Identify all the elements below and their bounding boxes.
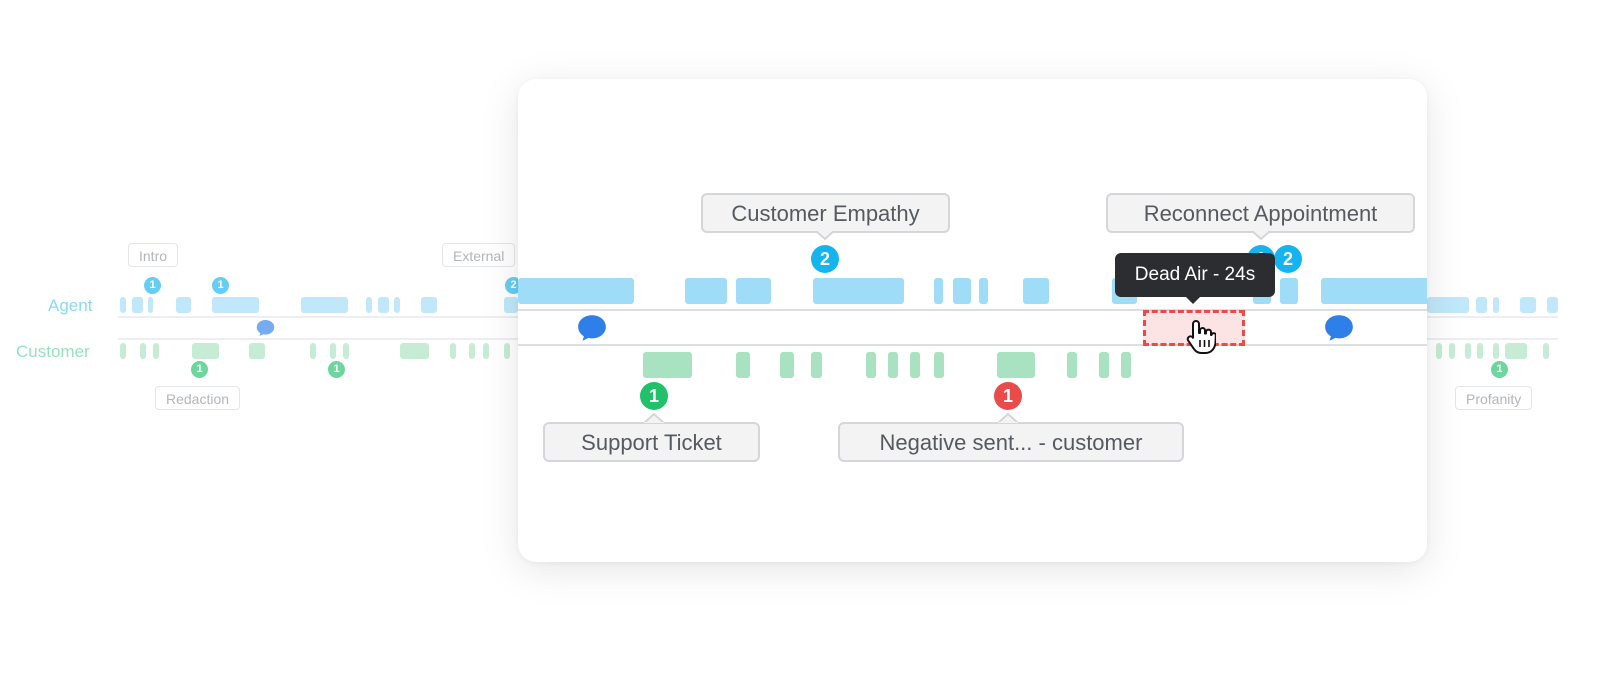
agent-segment[interactable] <box>953 278 971 304</box>
tag-external[interactable]: External <box>442 243 516 267</box>
customer-segment[interactable] <box>1067 352 1077 378</box>
zoomed-timeline-panel <box>518 79 1427 562</box>
hand-pointer-icon <box>1186 320 1216 354</box>
agent-segment[interactable] <box>212 297 259 313</box>
agent-segment[interactable] <box>1427 297 1469 313</box>
customer-segment[interactable] <box>997 352 1035 378</box>
tag-intro[interactable]: Intro <box>128 243 179 267</box>
agent-segment[interactable] <box>1520 297 1536 313</box>
customer-segment[interactable] <box>400 343 429 359</box>
customer-segment[interactable] <box>192 343 219 359</box>
customer-empathy-count-badge[interactable]: 2 <box>811 245 839 273</box>
tag-redaction[interactable]: Redaction <box>155 386 241 410</box>
customer-row-label: Customer <box>16 342 90 361</box>
agent-segment[interactable] <box>132 297 143 313</box>
intro-count-badge[interactable]: 1 <box>144 277 161 294</box>
customer-moment-badge[interactable]: 1 <box>328 361 345 378</box>
agent-segment[interactable] <box>979 278 988 304</box>
callout-customer-empathy[interactable]: Customer Empathy <box>701 193 950 233</box>
customer-segment[interactable] <box>1477 343 1483 359</box>
agent-segment[interactable] <box>394 297 400 313</box>
customer-segment[interactable] <box>153 343 159 359</box>
agent-segment[interactable] <box>1493 297 1499 313</box>
customer-segment[interactable] <box>1493 343 1499 359</box>
agent-segment[interactable] <box>1321 278 1427 304</box>
customer-segment[interactable] <box>1449 343 1455 359</box>
agent-segment[interactable] <box>1280 278 1298 304</box>
customer-segment[interactable] <box>330 343 336 359</box>
agent-segment[interactable] <box>176 297 191 313</box>
customer-segment[interactable] <box>934 352 944 378</box>
customer-segment[interactable] <box>343 343 349 359</box>
agent-row-label: Agent <box>48 296 93 315</box>
customer-segment[interactable] <box>1436 343 1442 359</box>
customer-segment[interactable] <box>736 352 750 378</box>
customer-segment[interactable] <box>504 343 510 359</box>
customer-segment[interactable] <box>1543 343 1549 359</box>
customer-segment[interactable] <box>1465 343 1471 359</box>
reconnect-second-badge[interactable]: 2 <box>1274 245 1302 273</box>
chat-bubble-icon[interactable] <box>256 319 275 337</box>
customer-segment[interactable] <box>120 343 126 359</box>
agent-segment[interactable] <box>366 297 372 313</box>
customer-segment[interactable] <box>1505 343 1527 359</box>
agent-moment-badge[interactable]: 1 <box>212 277 229 294</box>
customer-segment[interactable] <box>888 352 898 378</box>
customer-segment[interactable] <box>780 352 794 378</box>
customer-segment[interactable] <box>811 352 822 378</box>
agent-segment[interactable] <box>685 278 727 304</box>
agent-segment[interactable] <box>934 278 943 304</box>
customer-segment[interactable] <box>249 343 265 359</box>
agent-segment[interactable] <box>120 297 126 313</box>
tag-profanity[interactable]: Profanity <box>1455 386 1533 410</box>
agent-segment[interactable] <box>1547 297 1558 313</box>
callout-pointer <box>1251 230 1271 240</box>
agent-segment[interactable] <box>1023 278 1049 304</box>
customer-segment[interactable] <box>910 352 920 378</box>
callout-pointer <box>644 413 664 423</box>
support-ticket-count-badge[interactable]: 1 <box>640 382 668 410</box>
agent-segment[interactable] <box>736 278 771 304</box>
callout-negative-sentiment[interactable]: Negative sent... - customer <box>838 422 1184 462</box>
customer-segment[interactable] <box>310 343 316 359</box>
callout-pointer <box>815 230 835 240</box>
agent-segment[interactable] <box>148 297 153 313</box>
tooltip-arrow <box>1186 297 1200 304</box>
negative-sentiment-count-badge[interactable]: 1 <box>994 382 1022 410</box>
agent-segment[interactable] <box>813 278 904 304</box>
callout-reconnect-appointment[interactable]: Reconnect Appointment <box>1106 193 1415 233</box>
callout-support-ticket[interactable]: Support Ticket <box>543 422 760 462</box>
agent-segment[interactable] <box>1476 297 1487 313</box>
customer-segment[interactable] <box>643 352 692 378</box>
profanity-count-badge[interactable]: 1 <box>1491 361 1508 378</box>
customer-segment[interactable] <box>450 343 456 359</box>
agent-segment[interactable] <box>504 297 518 313</box>
chat-bubble-icon[interactable] <box>577 314 607 342</box>
panel-divider-bottom <box>518 344 1427 346</box>
customer-segment[interactable] <box>483 343 489 359</box>
agent-segment[interactable] <box>421 297 437 313</box>
agent-segment[interactable] <box>301 297 348 313</box>
chat-bubble-icon[interactable] <box>1324 314 1354 342</box>
customer-segment[interactable] <box>469 343 475 359</box>
panel-divider-top <box>518 309 1427 311</box>
customer-segment[interactable] <box>1121 352 1131 378</box>
callout-pointer <box>998 413 1018 423</box>
agent-segment[interactable] <box>378 297 389 313</box>
customer-segment[interactable] <box>140 343 146 359</box>
redaction-count-badge[interactable]: 1 <box>191 361 208 378</box>
customer-segment[interactable] <box>866 352 876 378</box>
agent-segment[interactable] <box>518 278 634 304</box>
external-count-badge[interactable]: 2 <box>505 277 522 294</box>
customer-segment[interactable] <box>1099 352 1109 378</box>
dead-air-tooltip: Dead Air - 24s <box>1115 253 1275 297</box>
